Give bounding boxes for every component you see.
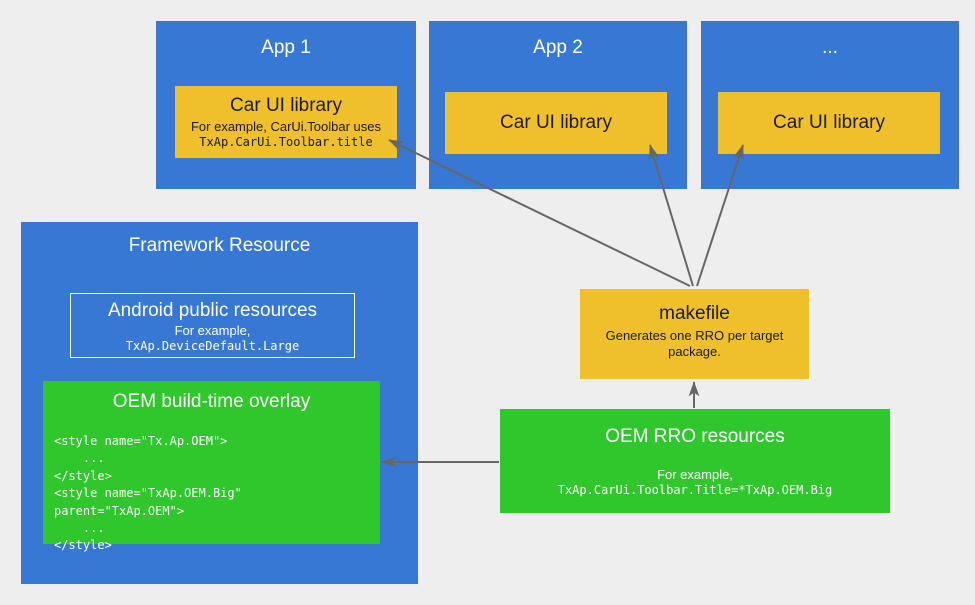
oem-rro-resources-subtitle: For example,: [657, 467, 733, 482]
app-card-2-title: App 2: [533, 37, 583, 58]
oem-build-time-overlay-box: OEM build-time overlay <style name="Tx.A…: [43, 381, 380, 552]
oem-rro-resources-box: OEM RRO resources For example, TxAp.CarU…: [500, 409, 890, 513]
car-ui-library-title-3: Car UI library: [773, 112, 885, 134]
car-ui-library-subtitle-1: For example, CarUi.Toolbar uses: [190, 119, 382, 134]
oem-rro-resources-title: OEM RRO resources: [605, 426, 785, 447]
android-public-resources-title: Android public resources: [107, 300, 318, 321]
android-public-resources-code: TxAp.DeviceDefault.Large: [125, 339, 300, 353]
car-ui-library-title-1: Car UI library: [230, 95, 342, 116]
makefile-subtitle: Generates one RRO per target package.: [605, 328, 784, 360]
android-public-resources-subtitle: For example,: [174, 323, 251, 338]
makefile-title: makefile: [659, 303, 730, 324]
app-card-1-title: App 1: [261, 37, 311, 58]
oem-build-time-overlay-code: <style name="Tx.Ap.OEM"> ... </style> <s…: [54, 434, 242, 553]
framework-resource-title: Framework Resource: [128, 235, 311, 256]
car-ui-library-code-1: TxAp.CarUi.Toolbar.title: [199, 135, 373, 149]
car-ui-library-box-2: Car UI library: [445, 92, 667, 154]
makefile-box: makefile Generates one RRO per target pa…: [580, 289, 809, 379]
car-ui-library-box-3: Car UI library: [718, 92, 940, 154]
app-card-3-title: ...: [822, 37, 838, 58]
car-ui-library-title-2: Car UI library: [500, 112, 612, 134]
oem-rro-resources-code: TxAp.CarUi.Toolbar.Title=*TxAp.OEM.Big: [557, 483, 833, 497]
car-ui-library-box-1: Car UI library For example, CarUi.Toolba…: [175, 86, 397, 158]
oem-build-time-overlay-title: OEM build-time overlay: [112, 391, 311, 412]
android-public-resources-box: Android public resources For example, Tx…: [70, 293, 355, 358]
